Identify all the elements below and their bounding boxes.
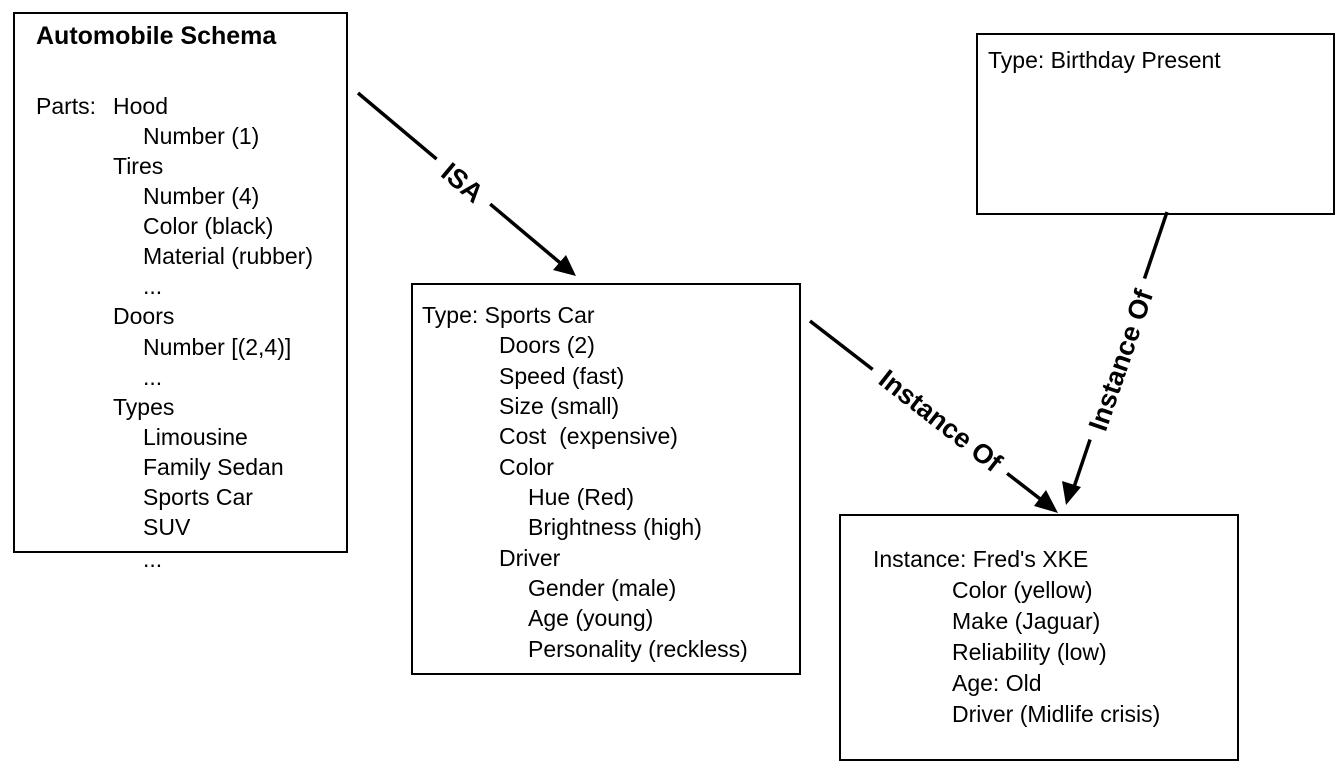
- schema-doors-number: Number [(2,4)]: [143, 334, 292, 360]
- sports-car-node: [411, 283, 801, 675]
- sports-car-brightness: Brightness (high): [528, 514, 702, 540]
- schema-type-sports-car: Sports Car: [143, 484, 253, 510]
- instance-reliability: Reliability (low): [952, 639, 1107, 665]
- birthday-present-node: [976, 33, 1335, 215]
- schema-parts-label: Parts:: [36, 93, 97, 119]
- sports-car-doors: Doors (2): [499, 332, 595, 358]
- sports-car-speed: Speed (fast): [499, 363, 625, 389]
- birthday-present-heading: Type: Birthday Present: [988, 47, 1221, 73]
- instance-driver: Driver (Midlife crisis): [952, 701, 1161, 727]
- instance-of-sports-label: Instance Of: [873, 364, 1008, 479]
- sports-car-size: Size (small): [499, 393, 620, 419]
- sports-car-gender: Gender (male): [528, 575, 677, 601]
- sports-car-hue: Hue (Red): [528, 484, 635, 510]
- isa-arrowhead: [553, 255, 576, 276]
- schema-tires: Tires: [113, 153, 164, 179]
- instance-of-birthday-arrowhead: [1062, 481, 1081, 505]
- sports-car-heading: Type: Sports Car: [422, 302, 595, 328]
- instance-age: Age: Old: [952, 670, 1042, 696]
- schema-type-family-sedan: Family Sedan: [143, 454, 284, 480]
- schema-tires-color: Color (black): [143, 213, 274, 239]
- schema-type-suv: SUV: [143, 514, 191, 540]
- schema-types: Types: [113, 394, 175, 420]
- sports-car-driver: Driver: [499, 545, 561, 571]
- instance-of-sports-arrowhead: [1034, 490, 1058, 513]
- schema-title: Automobile Schema: [36, 22, 277, 50]
- schema-doors-more: ...: [143, 364, 163, 390]
- instance-node: [839, 514, 1239, 761]
- sports-car-age: Age (young): [528, 605, 654, 631]
- instance-color: Color (yellow): [952, 577, 1093, 603]
- schema-hood-number: Number (1): [143, 123, 260, 149]
- sports-car-personality: Personality (reckless): [528, 636, 748, 662]
- schema-types-more: ...: [143, 546, 163, 572]
- schema-tires-more: ...: [143, 273, 163, 299]
- schema-tires-number: Number (4): [143, 183, 260, 209]
- schema-tires-material: Material (rubber): [143, 243, 313, 269]
- instance-heading: Instance: Fred's XKE: [873, 546, 1089, 572]
- schema-hood: Hood: [113, 93, 168, 119]
- automobile-schema-node: [13, 12, 348, 553]
- schema-type-limousine: Limousine: [143, 424, 248, 450]
- instance-make: Make (Jaguar): [952, 608, 1101, 634]
- sports-car-cost: Cost (expensive): [499, 423, 678, 449]
- schema-doors: Doors: [113, 303, 175, 329]
- sports-car-color: Color: [499, 454, 554, 480]
